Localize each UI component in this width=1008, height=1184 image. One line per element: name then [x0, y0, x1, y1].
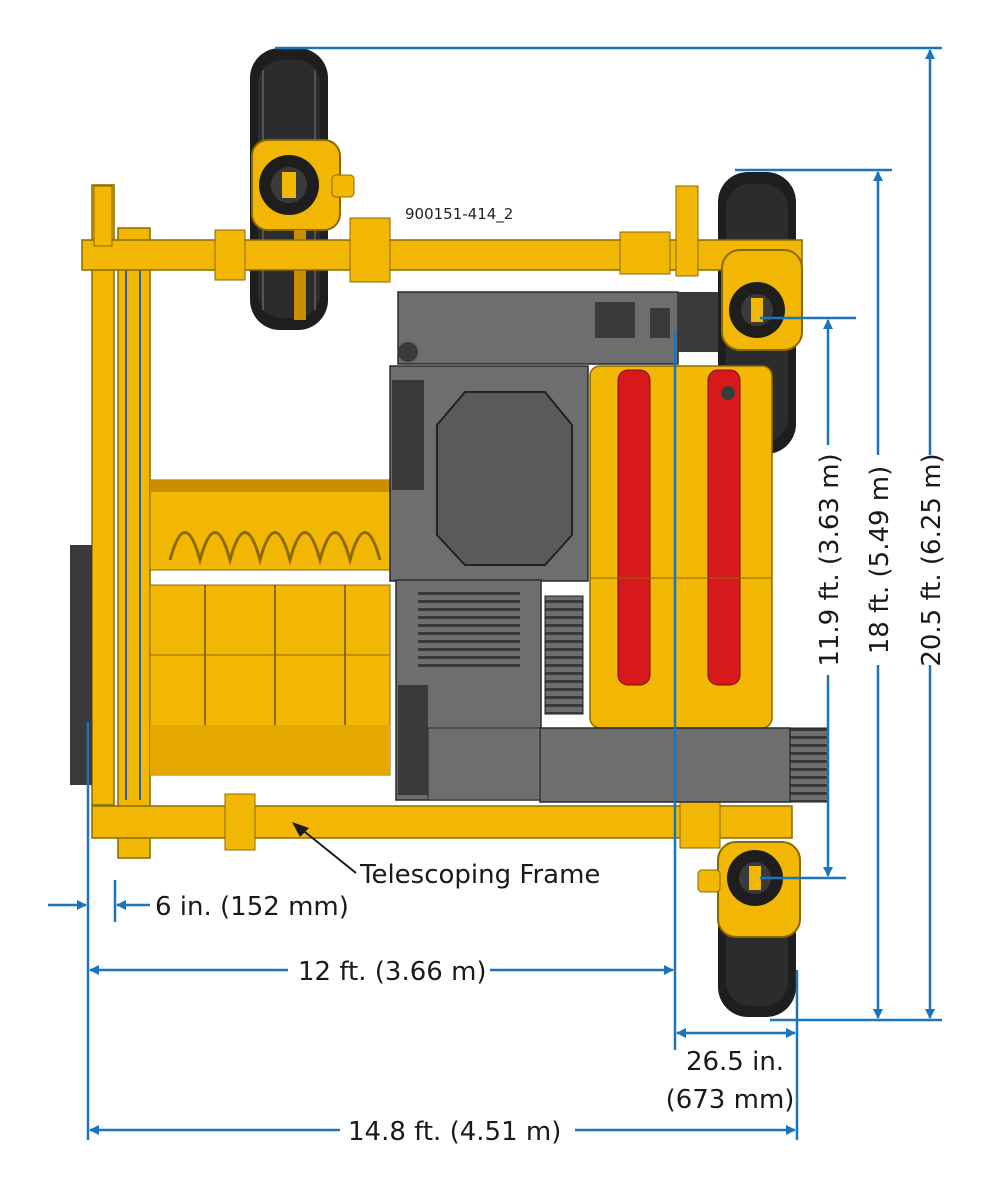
top-frame-beam: [81, 185, 803, 283]
wheel-hub-top-right: [721, 249, 803, 351]
telescoping-frame-callout: Telescoping Frame: [292, 822, 600, 890]
dim-height-overall: 20.5 ft. (6.25 m): [917, 453, 947, 666]
telescoping-frame-label: Telescoping Frame: [359, 860, 600, 890]
dim-width-overall: 14.8 ft. (4.51 m): [348, 1117, 561, 1147]
lower-base: [427, 727, 829, 803]
dim-wheel-offset-line1: 26.5 in.: [686, 1047, 784, 1077]
wheel-hub-bottom-right: [697, 841, 801, 938]
engine-housing: [397, 291, 718, 365]
dim-offset-small: 6 in. (152 mm): [155, 892, 349, 922]
main-body: [544, 365, 773, 729]
auger-section: [149, 479, 391, 776]
dim-wheel-offset-line2: (673 mm): [666, 1085, 795, 1115]
dimension-lines: [48, 46, 942, 1140]
dim-height-inner: 11.9 ft. (3.63 m): [815, 453, 845, 666]
machine-top-view: [70, 48, 829, 1017]
dim-width-inner: 12 ft. (3.66 m): [298, 957, 487, 987]
central-tank: [389, 365, 589, 582]
drawing-id: 900151-414_2: [405, 205, 513, 224]
dim-height-mid: 18 ft. (5.49 m): [865, 466, 895, 655]
